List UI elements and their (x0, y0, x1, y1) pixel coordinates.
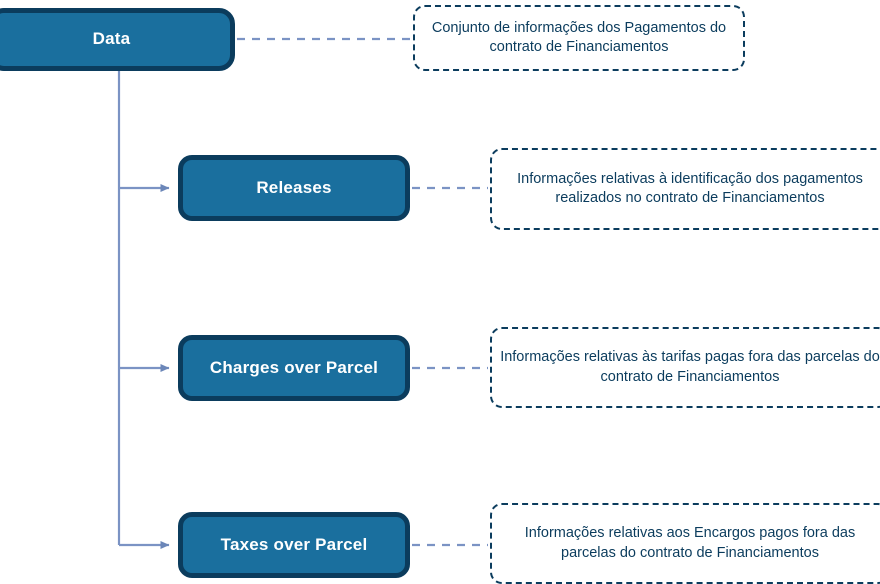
note-charges-over-parcel: Informações relativas às tarifas pagas f… (490, 327, 880, 408)
note-charges-over-parcel-text: Informações relativas às tarifas pagas f… (500, 349, 880, 385)
node-releases-label: Releases (256, 177, 332, 197)
note-data: Conjunto de informações dos Pagamentos d… (413, 5, 745, 71)
node-data[interactable]: Data (0, 8, 235, 71)
note-releases: Informações relativas à identificação do… (490, 148, 880, 230)
node-charges-over-parcel[interactable]: Charges over Parcel (178, 335, 410, 401)
note-releases-text: Informações relativas à identificação do… (517, 170, 863, 206)
node-data-label: Data (92, 29, 131, 49)
node-taxes-over-parcel-label: Taxes over Parcel (220, 534, 368, 554)
note-data-text: Conjunto de informações dos Pagamentos d… (431, 19, 727, 55)
node-taxes-over-parcel[interactable]: Taxes over Parcel (178, 512, 410, 578)
node-releases[interactable]: Releases (178, 155, 410, 221)
note-taxes-over-parcel: Informações relativas aos Encargos pagos… (490, 503, 880, 584)
node-charges-over-parcel-label: Charges over Parcel (209, 357, 379, 377)
note-taxes-over-parcel-text: Informações relativas aos Encargos pagos… (524, 525, 856, 561)
